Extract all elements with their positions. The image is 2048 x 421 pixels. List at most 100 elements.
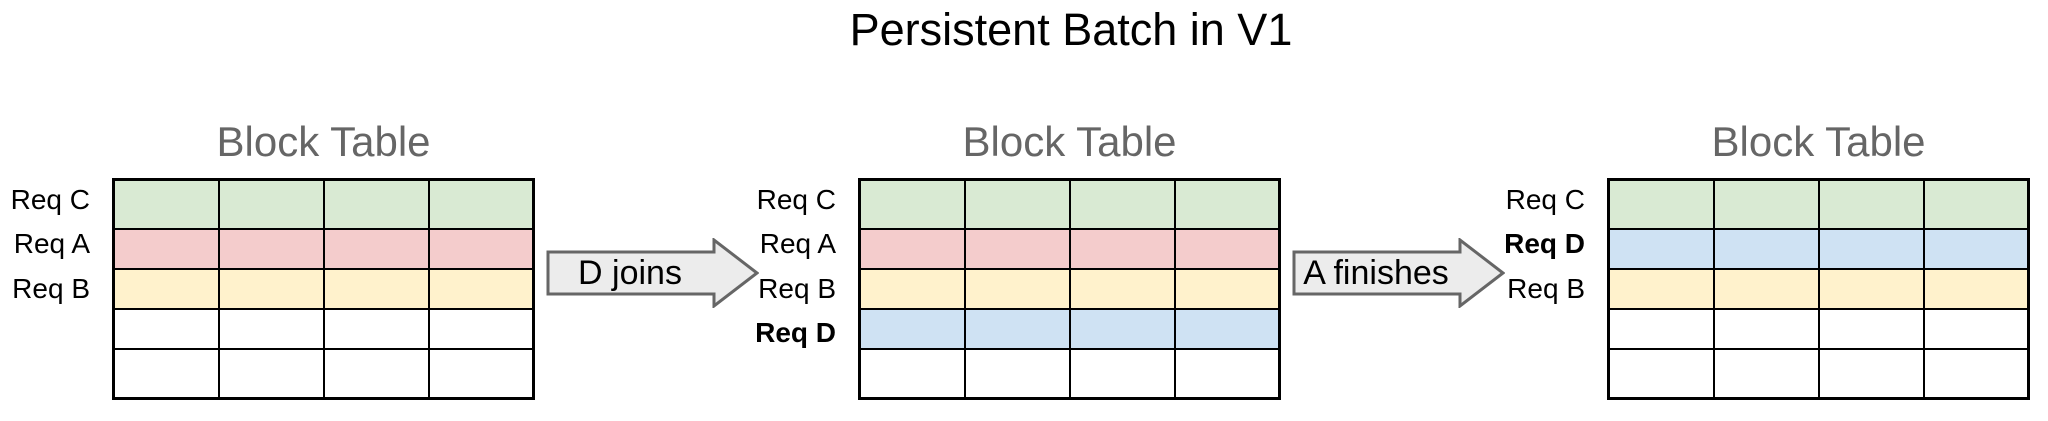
table-row bbox=[1607, 268, 2030, 310]
table-row bbox=[1607, 178, 2030, 231]
block-cell bbox=[1922, 347, 2030, 400]
table-row bbox=[858, 268, 1281, 310]
block-cell bbox=[322, 347, 430, 400]
block-cell bbox=[1922, 307, 2030, 350]
table-row bbox=[1607, 307, 2030, 350]
table-row bbox=[112, 268, 535, 310]
block-cell bbox=[1173, 178, 1281, 231]
page-title: Persistent Batch in V1 bbox=[849, 4, 1293, 55]
block-cell bbox=[1817, 307, 1925, 350]
row-label: Req D bbox=[1504, 228, 1585, 260]
block-cell bbox=[427, 347, 535, 400]
block-cell bbox=[322, 268, 430, 310]
block-cell bbox=[858, 268, 966, 310]
table-row bbox=[858, 347, 1281, 400]
row-label: Req A bbox=[13, 228, 90, 260]
block-cell bbox=[1817, 268, 1925, 310]
block-cell bbox=[1817, 347, 1925, 400]
block-arrow-right-icon bbox=[1292, 238, 1505, 308]
row-label bbox=[1357, 311, 1585, 355]
block-cell bbox=[963, 347, 1071, 400]
block-cell bbox=[858, 178, 966, 231]
table-row bbox=[112, 347, 535, 400]
block-cell bbox=[963, 307, 1071, 350]
block-cell bbox=[427, 268, 535, 310]
block-cell bbox=[322, 228, 430, 271]
block-cell bbox=[112, 178, 220, 231]
block-cell bbox=[1712, 228, 1820, 271]
block-cell bbox=[217, 178, 325, 231]
block-cell bbox=[1607, 307, 1715, 350]
block-cell bbox=[1068, 307, 1176, 350]
block-cell bbox=[1712, 307, 1820, 350]
block-cell bbox=[1173, 347, 1281, 400]
block-cell bbox=[1922, 228, 2030, 271]
block-arrow-right-icon bbox=[546, 238, 759, 308]
table-row bbox=[112, 307, 535, 350]
block-table-grid bbox=[858, 178, 1281, 400]
block-cell bbox=[1922, 178, 2030, 231]
row-labels: Req C Req D Req B bbox=[1357, 178, 1585, 400]
block-cell bbox=[1817, 178, 1925, 231]
row-label: Req C bbox=[10, 184, 90, 215]
row-label: Req A bbox=[759, 228, 836, 260]
block-cell bbox=[1817, 228, 1925, 271]
block-table-grid bbox=[1607, 178, 2030, 400]
block-cell bbox=[1068, 347, 1176, 400]
transition-arrow-d-joins: D joins bbox=[546, 238, 759, 308]
block-cell bbox=[112, 268, 220, 310]
block-cell bbox=[1712, 268, 1820, 310]
block-cell bbox=[858, 228, 966, 271]
block-cell bbox=[858, 347, 966, 400]
table-row bbox=[1607, 347, 2030, 400]
block-table-heading: Block Table bbox=[216, 118, 431, 165]
block-cell bbox=[217, 268, 325, 310]
block-cell bbox=[858, 307, 966, 350]
table-row bbox=[858, 307, 1281, 350]
table-row bbox=[858, 228, 1281, 271]
block-cell bbox=[1607, 178, 1715, 231]
block-cell bbox=[112, 228, 220, 271]
block-cell bbox=[1922, 268, 2030, 310]
row-label: Req B bbox=[1507, 272, 1585, 304]
block-cell bbox=[112, 307, 220, 350]
block-table-heading: Block Table bbox=[962, 118, 1177, 165]
block-cell bbox=[1068, 178, 1176, 231]
block-table-panel-3: Block Table Req C Req D Req B bbox=[1357, 110, 2030, 410]
row-label: Req D bbox=[755, 317, 836, 349]
block-cell bbox=[963, 228, 1071, 271]
row-label: Req B bbox=[758, 272, 836, 304]
block-cell bbox=[1173, 268, 1281, 310]
block-cell bbox=[427, 307, 535, 350]
block-cell bbox=[963, 178, 1071, 231]
row-label bbox=[0, 311, 90, 355]
block-table-heading: Block Table bbox=[1711, 118, 1926, 165]
block-cell bbox=[217, 228, 325, 271]
table-row bbox=[112, 228, 535, 271]
block-table-grid bbox=[112, 178, 535, 400]
block-table-panel-2: Block Table Req C Req A Req B Req D bbox=[608, 110, 1281, 410]
row-label bbox=[1357, 356, 1585, 400]
row-label bbox=[608, 356, 836, 400]
block-cell bbox=[217, 307, 325, 350]
block-cell bbox=[427, 178, 535, 231]
arrow-label: A finishes bbox=[1303, 253, 1449, 292]
block-cell bbox=[963, 268, 1071, 310]
block-cell bbox=[1068, 228, 1176, 271]
transition-arrow-a-finishes: A finishes bbox=[1292, 238, 1505, 308]
row-label bbox=[0, 356, 90, 400]
block-cell bbox=[1607, 268, 1715, 310]
block-cell bbox=[427, 228, 535, 271]
table-row bbox=[112, 178, 535, 231]
block-cell bbox=[1607, 228, 1715, 271]
block-cell bbox=[322, 178, 430, 231]
row-label: Req C bbox=[1505, 184, 1585, 215]
block-cell bbox=[1712, 178, 1820, 231]
block-cell bbox=[1607, 347, 1715, 400]
block-cell bbox=[112, 347, 220, 400]
block-cell bbox=[1173, 228, 1281, 271]
table-row bbox=[858, 178, 1281, 231]
row-label: Req C bbox=[756, 184, 836, 215]
